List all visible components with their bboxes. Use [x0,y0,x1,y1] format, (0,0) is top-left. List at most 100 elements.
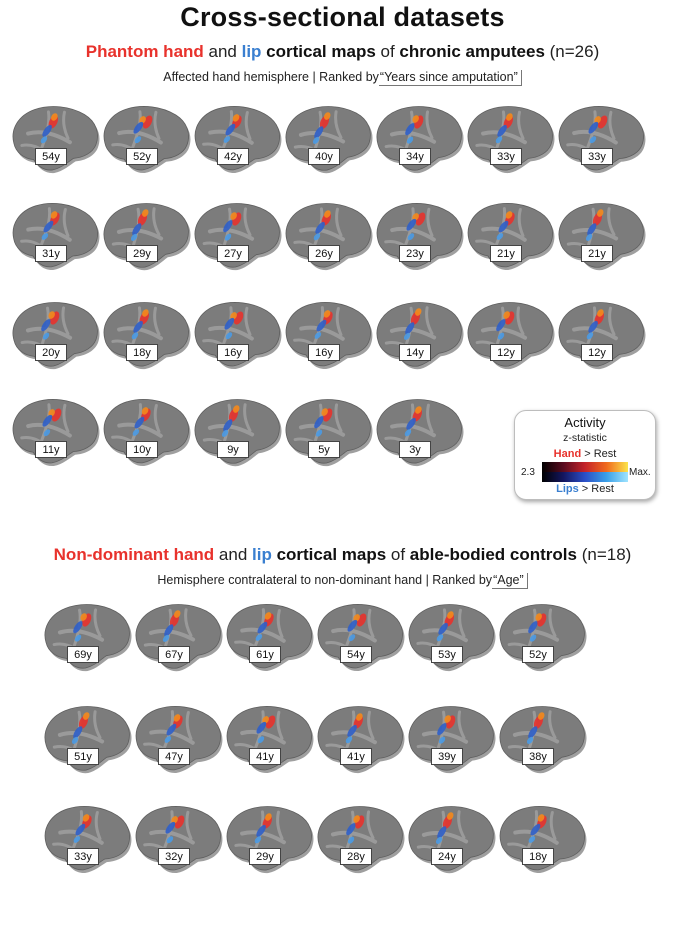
amputee-brain: 31y [8,197,102,273]
control-brain: 28y [313,800,407,876]
section1-subtitle-text: Affected hand hemisphere | Ranked by [163,70,379,84]
activation-blob [73,621,83,634]
legend-lips-suffix: > Rest [578,483,614,495]
activation-blob [162,634,170,642]
activation-blob [139,116,146,124]
age-label: 11y [35,441,67,458]
activation-blob [82,712,90,720]
amputee-brain: 12y [554,296,648,372]
activation-blob [265,813,272,821]
activation-blob [347,836,355,844]
section2-subtitle: Hemisphere contralateral to non-dominant… [0,573,685,589]
age-label: 14y [399,344,431,361]
legend-hand-suffix: > Rest [581,448,617,460]
section1-title-maps: cortical maps [261,42,376,61]
activation-blob [164,624,174,637]
activation-blob [257,736,265,744]
activation-blob [43,220,54,233]
activation-blob [141,407,149,415]
activation-blob [528,726,538,739]
age-label: 3y [399,441,431,458]
activation-blob [230,312,237,320]
age-label: 32y [158,848,190,865]
activation-blob [133,320,143,333]
control-brain: 39y [404,700,498,776]
activation-blob [438,622,448,635]
activation-blob [405,123,415,136]
age-label: 67y [158,646,190,663]
section2-title-of: of [386,545,410,564]
control-brain: 33y [40,800,134,876]
activation-blob [356,713,363,721]
age-label: 69y [67,646,99,663]
activation-blob [262,716,269,724]
activation-blob [314,332,322,339]
activation-blob [257,621,268,634]
age-label: 20y [35,344,67,361]
age-label: 61y [249,646,281,663]
age-label: 34y [399,148,431,165]
age-label: 54y [35,148,67,165]
activation-blob [166,723,177,736]
activation-blob [74,634,82,642]
activation-blob [133,121,144,134]
age-label: 23y [399,245,431,262]
activation-blob [312,136,320,144]
activation-blob [173,610,181,618]
activation-blob [256,824,266,837]
legend-lips-label: Lips > Rest [515,483,655,495]
activation-blob [347,724,357,737]
activation-blob [51,113,58,121]
age-label: 31y [35,245,67,262]
section1-subtitle: Affected hand hemisphere | Ranked by“Yea… [0,70,685,86]
activation-blob [596,209,604,217]
activation-blob [435,836,443,844]
brain-surface-icon [12,203,100,270]
activation-blob [225,332,233,340]
section1-title-of: of [375,42,400,61]
legend-hand-colorbar [542,462,628,472]
activation-blob [41,233,49,240]
section2-title-and: and [214,545,252,564]
activation-blob [82,814,90,822]
activation-blob [73,726,83,739]
activation-blob [526,736,534,744]
section2-subtitle-ranked: “Age” [492,573,528,589]
age-label: 12y [490,344,522,361]
age-label: 41y [249,748,281,765]
activation-blob [223,136,231,143]
brain-surface-icon [376,203,464,270]
section1-title-group: chronic amputees [399,42,545,61]
activation-blob [406,136,414,144]
amputee-brain: 23y [372,197,466,273]
amputee-brain: 29y [99,197,193,273]
activation-blob [221,429,229,437]
amputee-brain: 9y [190,393,284,469]
activation-blob [223,419,233,432]
control-brain: 51y [40,700,134,776]
activation-blob [316,319,327,332]
activation-blob [586,332,594,340]
legend-lips-colorbar [542,472,628,482]
activation-blob [42,414,53,427]
activation-blob [255,634,263,641]
control-brain: 47y [131,700,225,776]
activation-blob [415,406,422,414]
activation-blob [528,836,536,843]
activation-blob [41,319,51,332]
activation-blob [131,332,139,340]
amputee-brain: 21y [463,197,557,273]
age-label: 41y [340,748,372,765]
activation-blob [48,409,55,417]
age-label: 16y [308,344,340,361]
main-title: Cross-sectional datasets [180,2,505,32]
activity-legend: Activity z-statistic Hand > Rest 2.3 Max… [514,410,656,500]
age-label: 21y [581,245,613,262]
section2-title-group: able-bodied controls [409,545,577,564]
control-brain: 41y [313,700,407,776]
amputee-brain: 5y [281,393,375,469]
activation-blob [529,634,537,642]
legend-lips-word: Lips [556,483,579,495]
control-brain: 29y [222,800,316,876]
activation-blob [130,233,138,241]
